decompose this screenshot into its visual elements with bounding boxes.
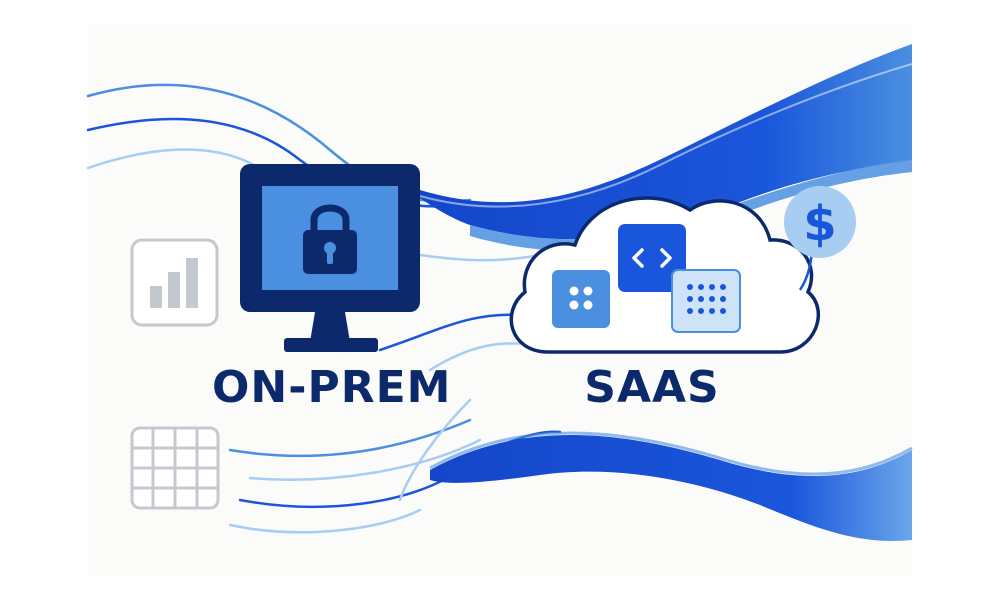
dollar-coin-icon: $ bbox=[784, 186, 856, 291]
dollar-symbol: $ bbox=[803, 196, 836, 252]
padlock-icon bbox=[303, 204, 357, 274]
wave-bottom bbox=[429, 431, 913, 541]
bar-chart-icon bbox=[130, 238, 219, 327]
code-tile-icon bbox=[618, 224, 686, 292]
saas-label: SAAS bbox=[584, 362, 720, 413]
grid-table-icon bbox=[130, 426, 220, 510]
app-tile-dots bbox=[552, 270, 610, 328]
dot-grid-tile-icon bbox=[671, 269, 741, 333]
on-prem-label: ON-PREM bbox=[212, 362, 452, 413]
